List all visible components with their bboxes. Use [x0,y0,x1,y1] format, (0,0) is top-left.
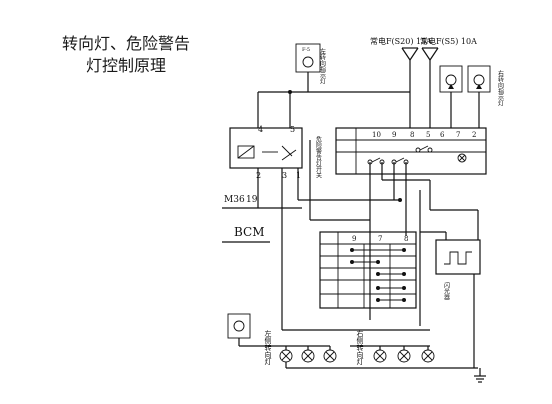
diagram-title-line2: 灯控制原理 [86,56,167,75]
lamp-icon [421,346,435,363]
flasher-label: 闪光器 [443,281,450,301]
svg-text:F-5: F-5 [302,47,310,53]
multi-switch-col-8: 8 [404,235,408,243]
left-lamp-group-label: 左侧转向灯 [264,329,272,366]
right-indicator-label: 右转向指示灯 [497,69,504,107]
right-indicator-b-icon [467,65,491,93]
diagram-title-line1: 转向灯、危险警告 [62,34,191,53]
hazard-switch-block [335,127,487,175]
bcm-pin-19: 19 [246,195,258,205]
switch-contacts [367,145,467,165]
lamp-icon [323,346,337,363]
switch-pin-9: 9 [392,131,396,139]
left-lamps [279,346,337,363]
fuse-labels: 常电F(S20) 15A 常电F(S5) 10A [370,36,477,46]
fuse-a-icon [401,47,419,128]
lamp-icon [397,346,411,363]
switch-pin-10: 10 [372,131,381,139]
fuse-a-label: 常电F(S20) 15A [370,36,432,46]
ground-icon [474,368,486,383]
switch-pin-5: 5 [426,131,430,139]
right-lamps [373,346,435,363]
switch-pin-2: 2 [472,131,476,139]
right-indicator-a-icon [439,65,463,93]
bcm-label: BCM [234,225,265,239]
left-indicator-label: 左转向指示灯 [319,47,326,85]
relay-unit [229,127,303,169]
relay-pin-5: 5 [290,125,295,134]
switch-pin-7: 7 [456,131,460,139]
multi-switch-nodes [350,248,406,302]
multi-switch-col-9: 9 [352,235,356,243]
bottom-left-indicator-icon [227,313,251,339]
switch-pin-numbers: 10 9 8 5 6 7 2 [372,131,476,139]
lamp-icon [373,346,387,363]
multi-switch-col-7: 7 [378,235,382,243]
right-lamp-group-label: 右侧转向灯 [356,329,364,366]
switch-pin-6: 6 [440,131,445,139]
flasher-unit [435,239,481,275]
switch-pin-8: 8 [410,131,414,139]
left-indicator-icon: F-5 [295,43,321,73]
multi-switch-table [319,231,417,309]
lamp-icon [301,346,315,363]
fuse-b-icon [421,47,439,128]
relay-pin-3: 3 [282,171,287,180]
connector-label: M36 [224,195,245,205]
lamp-icon [279,346,293,363]
hazard-switch-label: 危险警告灯开关 [315,135,322,179]
relay-pin-4: 4 [258,125,263,134]
fuse-b-label: 常电F(S5) 10A [420,36,477,46]
